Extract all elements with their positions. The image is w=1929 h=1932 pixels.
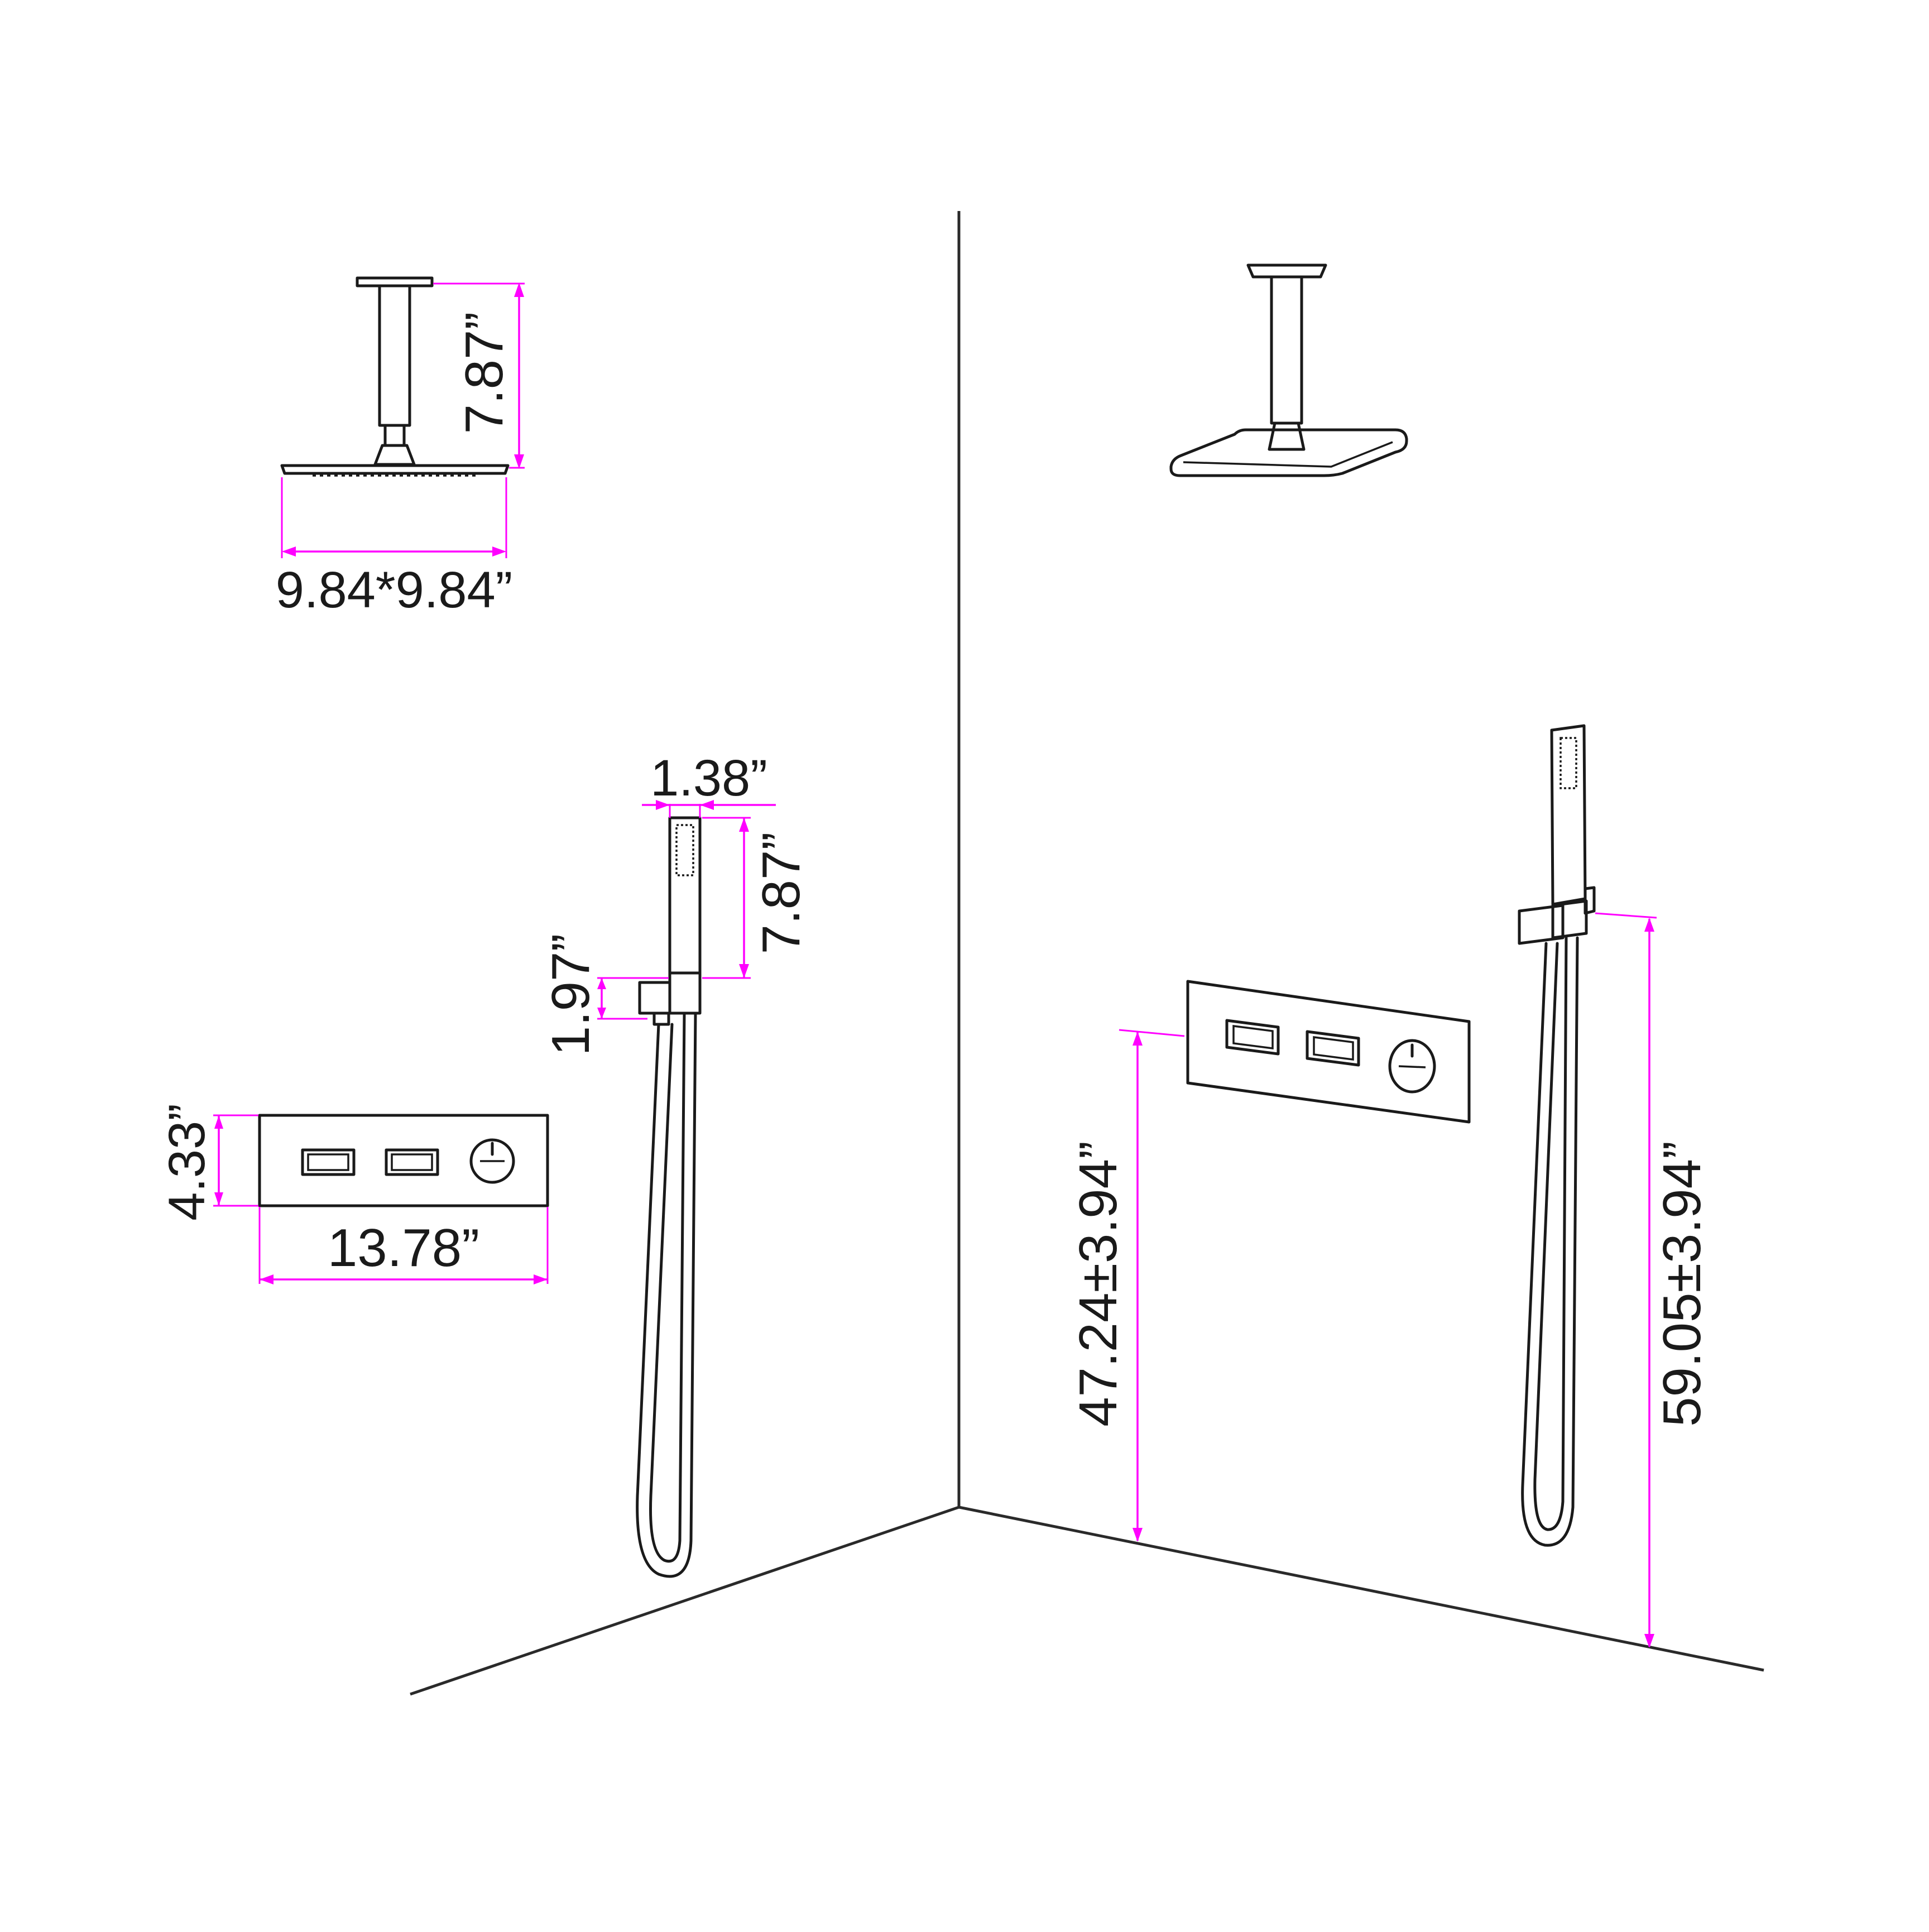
installed-diverter-button-2-inner [1313,1036,1354,1061]
floor-right-line [958,1506,1764,1672]
diverter-button-2 [385,1148,439,1176]
label-shower-head-size: 9.84*9.84” [276,562,513,619]
shower-head-plate [280,464,510,475]
dim-holder-height: 1.97” [541,934,669,1056]
holder-bracket [668,971,702,1015]
dim-hand-shower-width: 1.38” [642,750,776,818]
installed-shower-arm [1270,275,1303,425]
dim-shower-head-size: 9.84*9.84” [276,477,513,619]
temperature-knob [469,1138,515,1184]
label-holder-mount-height: 59.05±3.94” [1652,1141,1712,1427]
installed-temperature-knob-line [1398,1065,1426,1068]
installed-hose-inner [1533,936,1568,1531]
installed-hand-shower-spray-face [1559,737,1577,789]
installed-hose-outer [1521,936,1579,1547]
installed-hand-shower-handle [1550,724,1587,906]
dim-valve-mount-height: 47.24±3.94” [1068,1029,1185,1542]
diverter-button-2-inner [391,1153,433,1171]
installed-valve-panel [1186,980,1471,1124]
label-valve-mount-height: 47.24±3.94” [1068,1141,1128,1427]
hand-shower-spray-face [675,824,694,876]
floor-left-line [410,1506,959,1696]
dim-holder-mount-height: 59.05±3.94” [1595,912,1712,1648]
shower-arm [378,284,411,427]
installed-diverter-button-2 [1306,1030,1360,1067]
diverter-button-1-inner [307,1153,349,1171]
installed-hand-shower [1518,724,1596,1547]
valve-panel-detail [258,1114,549,1207]
label-holder-height: 1.97” [541,934,601,1056]
dim-hand-shower-length: 7.87” [702,817,811,979]
diverter-button-1 [301,1148,356,1176]
installed-valve-trim-plate [1186,980,1471,1124]
label-hand-shower-length: 7.87” [751,832,811,955]
rain-shower-head-detail [280,276,510,477]
label-valve-height: 4.33” [159,1104,215,1221]
wall-outlet [638,981,671,1015]
installed-temperature-knob [1388,1039,1436,1094]
label-hand-shower-width: 1.38” [650,750,767,807]
hose-connector [652,1011,670,1026]
installed-shower-head-edge [1183,441,1393,468]
installed-rain-shower-head [1169,263,1408,477]
hand-shower-handle [668,816,702,975]
dim-shower-head-arm-height: 7.87” [433,282,525,469]
installed-diverter-button-1 [1225,1019,1280,1056]
hose-inner [649,1011,686,1563]
dim-valve-width: 13.78” [258,1207,549,1284]
room-walls [410,211,1764,1696]
label-shower-head-arm-height: 7.87” [454,312,514,434]
installed-holder-bracket [1551,899,1588,939]
installed-diverter-button-1-inner [1232,1025,1274,1049]
label-valve-width: 13.78” [328,1218,479,1278]
valve-trim-plate [258,1114,549,1207]
dim-valve-height: 4.33” [159,1104,258,1221]
installed-shower-head [1169,428,1408,477]
arm-nut [373,444,416,466]
hand-shower-detail [636,816,702,1578]
installed-arm-nut [1268,421,1306,451]
arm-connector [383,424,406,447]
hose-outer [636,1011,697,1578]
installed-ceiling-flange [1246,263,1327,279]
